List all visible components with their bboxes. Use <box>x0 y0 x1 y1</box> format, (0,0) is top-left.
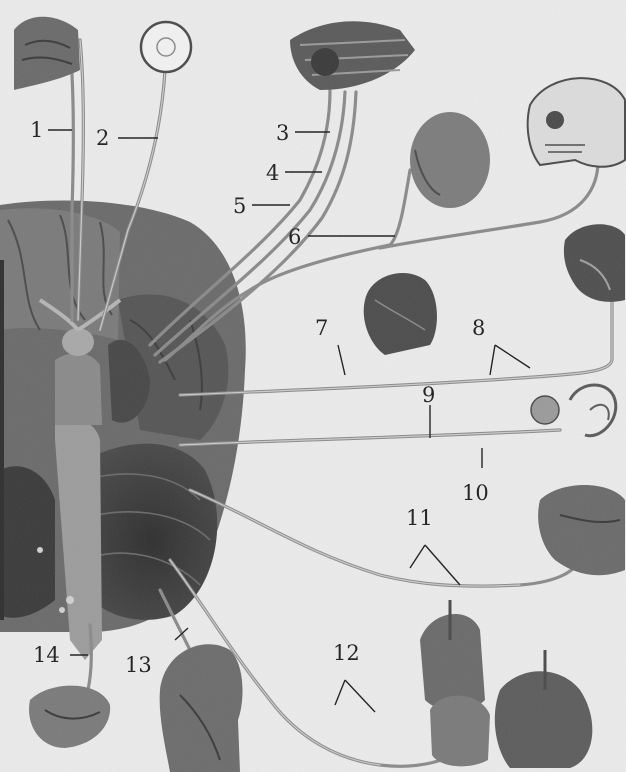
paper-texture <box>0 0 626 772</box>
cranial-nerves-diagram: 1 2 3 4 5 6 7 8 9 10 11 12 13 14 <box>0 0 626 772</box>
diagram-canvas: 1 2 3 4 5 6 7 8 9 10 11 12 13 14 <box>0 0 626 772</box>
